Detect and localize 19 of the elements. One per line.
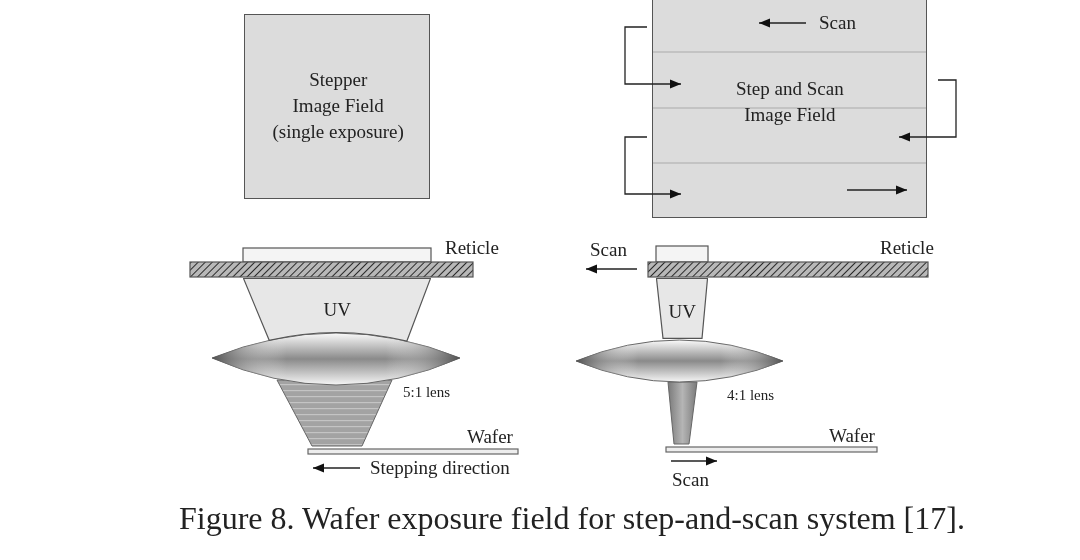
direction-label: Scan <box>819 12 856 34</box>
figure-caption: Figure 8. Wafer exposure field for step-and-scan system [17]. <box>179 499 965 537</box>
field-label: Step and Scan Image Field <box>736 77 844 127</box>
field-label: Stepper Image Field (single exposure) <box>272 68 404 144</box>
image-field <box>244 14 430 199</box>
image-field <box>652 0 927 218</box>
direction-label: Scan <box>672 469 709 491</box>
cone-label: UV <box>668 300 696 324</box>
part-label: Wafer <box>829 425 875 447</box>
light-cone <box>243 278 431 342</box>
part-label: Wafer <box>467 426 513 448</box>
part-label: Reticle <box>445 237 499 259</box>
part-label: Reticle <box>880 237 934 259</box>
cone-label: UV <box>323 298 351 322</box>
light-cone <box>656 278 708 339</box>
direction-label: Stepping direction <box>370 457 510 479</box>
part-label: 5:1 lens <box>403 383 451 401</box>
part-label: 4:1 lens <box>727 386 775 404</box>
direction-label: Scan <box>590 239 627 261</box>
